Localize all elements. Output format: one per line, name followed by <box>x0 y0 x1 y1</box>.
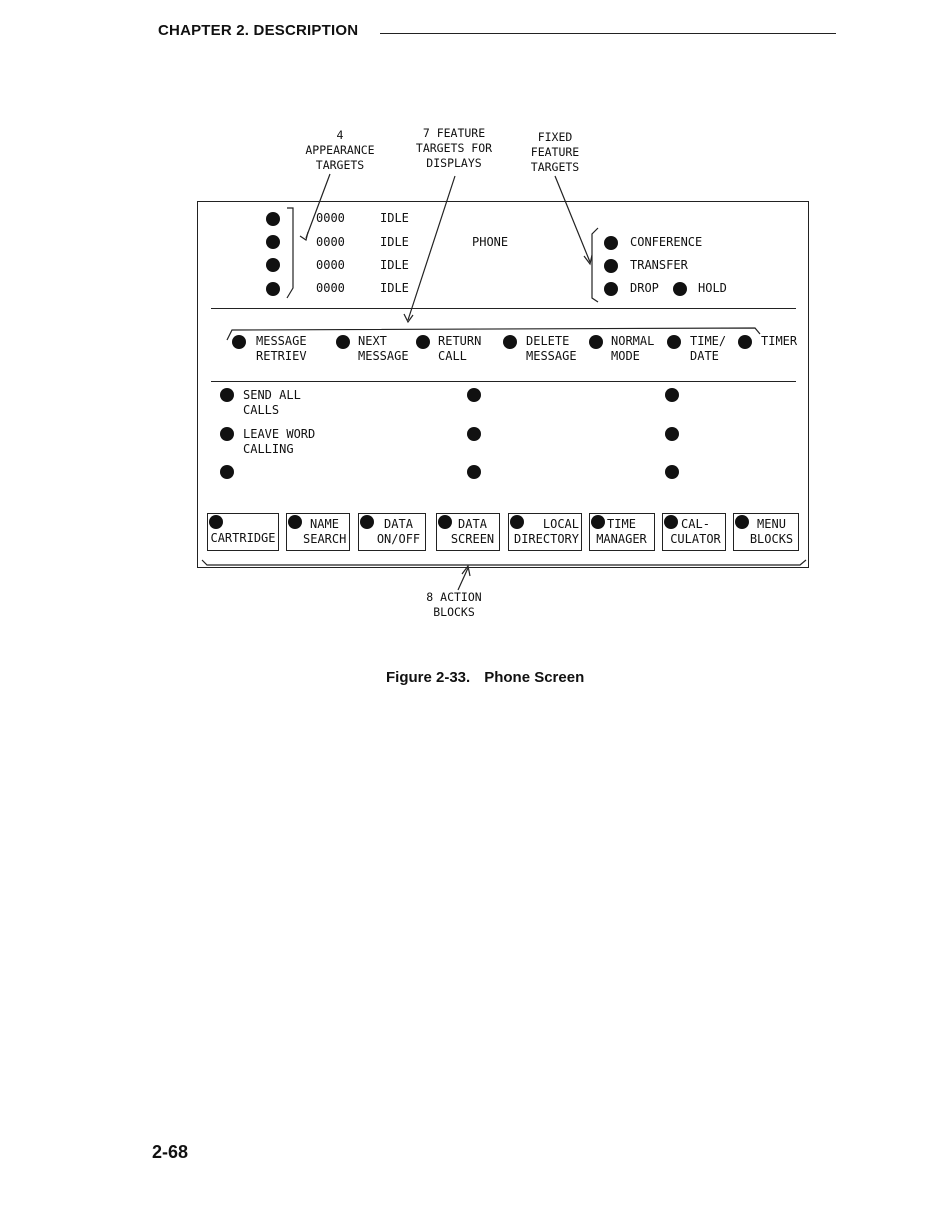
action-block-label: TIME MANAGER <box>596 517 647 546</box>
hold-target[interactable] <box>673 282 687 296</box>
timer-label: TIMER <box>761 334 798 348</box>
action-block-target <box>288 515 302 529</box>
phone-screen-frame <box>197 201 809 568</box>
callout-appearance-targets: 4 APPEARANCE TARGETS <box>305 128 375 172</box>
feature-target-empty[interactable] <box>467 427 481 441</box>
screen-title: PHONE <box>472 235 509 249</box>
fixed-arrowhead <box>583 254 593 266</box>
action-block-target <box>360 515 374 529</box>
callout-feature-targets: 7 FEATURE TARGETS FOR DISPLAYS <box>415 126 493 170</box>
appearance-target-3[interactable] <box>266 258 280 272</box>
action-block-label: CAL- CULATOR <box>670 517 721 546</box>
action-block-target <box>510 515 524 529</box>
action-block-label: MENU BLOCKS <box>749 517 794 546</box>
appearance-number: 0000 <box>316 258 345 272</box>
normal-mode-target[interactable] <box>589 335 603 349</box>
next-message-label: NEXT MESSAGE <box>358 334 409 363</box>
action-block-target <box>735 515 749 529</box>
action-block-target <box>664 515 678 529</box>
normal-mode-label: NORMAL MODE <box>611 334 655 363</box>
divider <box>211 381 796 382</box>
action-block-label: CARTRIDGE <box>210 531 276 545</box>
action-block-data-on-off[interactable]: DATA ON/OFF <box>358 513 426 551</box>
transfer-target[interactable] <box>604 259 618 273</box>
feature-target-empty[interactable] <box>665 465 679 479</box>
figure-number: Figure 2-33. <box>386 669 471 686</box>
next-message-target[interactable] <box>336 335 350 349</box>
action-block-local-directory[interactable]: LOCAL DIRECTORY <box>508 513 582 551</box>
send-all-calls-label: SEND ALL CALLS <box>243 388 301 417</box>
action-arrowhead <box>461 564 471 577</box>
return-call-target[interactable] <box>416 335 430 349</box>
callout-action-blocks: 8 ACTION BLOCKS <box>426 590 482 619</box>
return-call-label: RETURN CALL <box>438 334 482 363</box>
action-block-name-search[interactable]: NAME SEARCH <box>286 513 350 551</box>
transfer-label: TRANSFER <box>630 258 688 272</box>
figure-caption: Figure 2-33. Phone Screen <box>386 669 598 686</box>
time-date-label: TIME/ DATE <box>690 334 727 363</box>
appearance-status: IDLE <box>380 235 409 249</box>
header-rule <box>380 33 836 34</box>
appearance-status: IDLE <box>380 281 409 295</box>
action-block-data-screen[interactable]: DATA SCREEN <box>436 513 500 551</box>
chapter-heading: CHAPTER 2. DESCRIPTION <box>158 22 359 39</box>
action-leader <box>457 567 469 591</box>
appearance-status: IDLE <box>380 211 409 225</box>
drop-target[interactable] <box>604 282 618 296</box>
appearance-number: 0000 <box>316 211 345 225</box>
feature-leader <box>407 175 456 321</box>
appearance-arrowhead <box>299 231 309 241</box>
action-brace <box>201 559 807 566</box>
send-all-calls-target[interactable] <box>220 388 234 402</box>
divider <box>211 308 796 309</box>
leave-word-calling-target[interactable] <box>220 427 234 441</box>
action-block-menu-blocks[interactable]: MENU BLOCKS <box>733 513 799 551</box>
appearance-target-2[interactable] <box>266 235 280 249</box>
action-block-calculator[interactable]: CAL- CULATOR <box>662 513 726 551</box>
hold-label: HOLD <box>698 281 727 295</box>
drop-label: DROP <box>630 281 659 295</box>
appearance-status: IDLE <box>380 258 409 272</box>
feature-arrowhead <box>403 313 414 324</box>
action-block-label: DATA ON/OFF <box>376 517 421 546</box>
callout-fixed-feature-targets: FIXED FEATURE TARGETS <box>530 130 580 174</box>
action-block-label: LOCAL DIRECTORY <box>513 517 579 546</box>
appearance-target-4[interactable] <box>266 282 280 296</box>
message-retriev-target[interactable] <box>232 335 246 349</box>
time-date-target[interactable] <box>667 335 681 349</box>
action-block-target <box>209 515 223 529</box>
page-number: 2-68 <box>152 1142 189 1162</box>
feature-target-empty[interactable] <box>467 388 481 402</box>
feature-brace <box>226 327 761 341</box>
action-block-label: NAME SEARCH <box>303 517 347 546</box>
appearance-number: 0000 <box>316 281 345 295</box>
action-block-time-manager[interactable]: TIME MANAGER <box>589 513 655 551</box>
action-block-target <box>591 515 605 529</box>
action-block-label: DATA SCREEN <box>450 517 495 546</box>
feature-target-empty[interactable] <box>665 388 679 402</box>
appearance-target-1[interactable] <box>266 212 280 226</box>
conference-target[interactable] <box>604 236 618 250</box>
action-block-cartridge[interactable]: CARTRIDGE <box>207 513 279 551</box>
delete-message-label: DELETE MESSAGE <box>526 334 577 363</box>
fixed-bracket <box>591 227 599 303</box>
figure-title: Phone Screen <box>484 669 585 686</box>
feature-target-empty[interactable] <box>220 465 234 479</box>
appearance-leader <box>305 173 331 239</box>
fixed-leader <box>554 175 591 263</box>
appearance-bracket <box>286 207 294 299</box>
appearance-number: 0000 <box>316 235 345 249</box>
feature-target-empty[interactable] <box>467 465 481 479</box>
leave-word-calling-label: LEAVE WORD CALLING <box>243 427 316 456</box>
delete-message-target[interactable] <box>503 335 517 349</box>
conference-label: CONFERENCE <box>630 235 703 249</box>
action-block-target <box>438 515 452 529</box>
message-retriev-label: MESSAGE RETRIEV <box>256 334 307 363</box>
timer-target[interactable] <box>738 335 752 349</box>
feature-target-empty[interactable] <box>665 427 679 441</box>
